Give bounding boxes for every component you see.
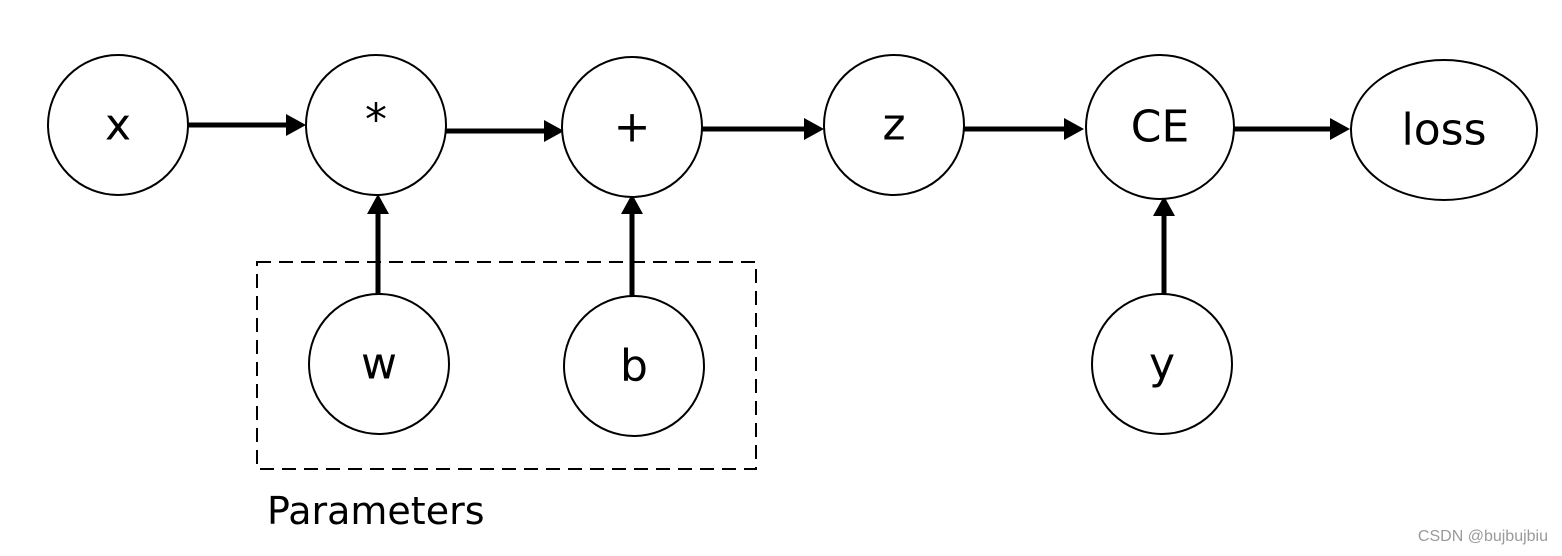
node-add-label: + (614, 102, 651, 153)
node-y-label: y (1149, 339, 1175, 390)
edge-b-to-add (621, 194, 643, 298)
edge-z-to-ce (964, 118, 1084, 140)
parameters-group-box (256, 261, 757, 470)
node-loss-label: loss (1402, 105, 1487, 156)
node-y: y (1091, 293, 1233, 435)
node-multiply: * (305, 54, 447, 196)
node-loss: loss (1350, 59, 1538, 201)
edge-y-to-ce (1153, 196, 1175, 296)
node-multiply-label: * (365, 95, 387, 146)
edge-w-to-mul (367, 194, 389, 294)
watermark: CSDN @bujbujbiu (1417, 528, 1548, 545)
edge-mul-to-add (446, 120, 564, 142)
node-b-label: b (620, 341, 648, 392)
edge-add-to-z (702, 118, 824, 140)
node-add: + (561, 56, 703, 198)
edge-ce-to-loss (1234, 118, 1350, 140)
node-ce-label: CE (1131, 102, 1190, 153)
node-z-label: z (882, 100, 905, 151)
parameters-group-label: Parameters (267, 489, 485, 533)
node-x-label: x (105, 100, 131, 151)
node-z: z (823, 54, 965, 196)
edge-x-to-mul (188, 114, 306, 136)
node-x: x (47, 54, 189, 196)
node-ce: CE (1085, 54, 1235, 200)
node-b: b (563, 295, 705, 437)
node-w: w (308, 293, 450, 435)
node-w-label: w (361, 339, 397, 390)
